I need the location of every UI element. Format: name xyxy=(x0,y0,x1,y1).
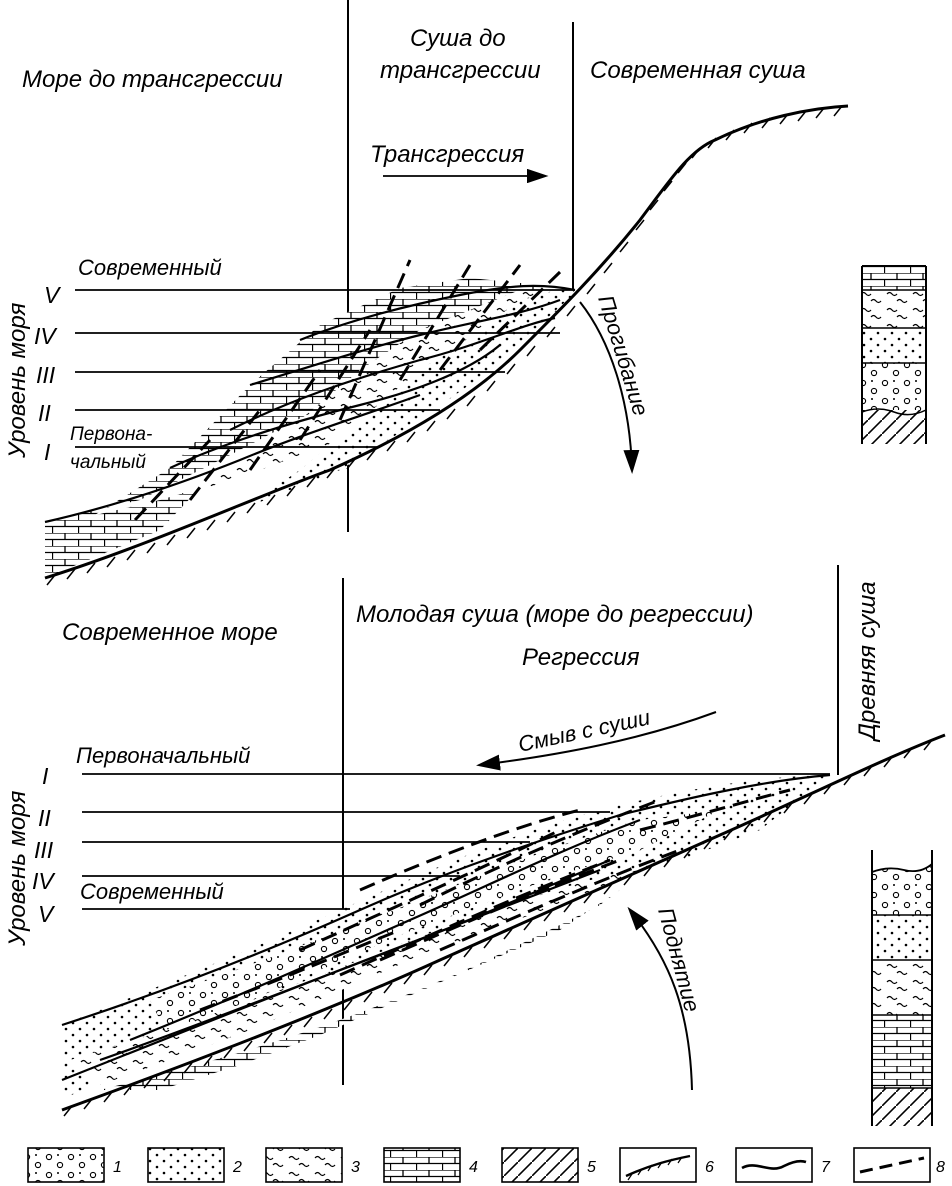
top-level-roman: I xyxy=(44,439,51,465)
legend-label: 1 xyxy=(113,1159,122,1176)
top-level-roman: V xyxy=(44,282,62,308)
top-bedrock-hatch xyxy=(46,105,843,586)
top-sea-levels xyxy=(75,289,575,448)
bottom-bedrock-line xyxy=(61,733,946,1112)
bottom-level-roman: III xyxy=(34,837,54,863)
bottom-level-roman: I xyxy=(42,763,49,789)
legend-item-2: 2 xyxy=(147,1147,242,1183)
top-level-roman: III xyxy=(36,362,56,388)
bottom-label-process: Регрессия xyxy=(522,644,640,671)
top-axis-label: Уровень моря xyxy=(4,303,31,459)
top-strat-column xyxy=(861,265,927,444)
bottom-strat-column xyxy=(871,850,933,1126)
top-label-modern-land: Современная суша xyxy=(590,57,806,84)
bottom-axis-label: Уровень моря xyxy=(4,791,31,947)
legend-item-1: 1 xyxy=(27,1147,122,1183)
bottom-level-modern-label: Современный xyxy=(80,879,224,904)
legend-item-8: 8 xyxy=(853,1147,945,1183)
legend-item-3: 3 xyxy=(265,1147,360,1183)
legend-label: 5 xyxy=(587,1159,596,1176)
bottom-washout-arrow xyxy=(476,711,717,771)
bottom-label-uplift: Поднятие xyxy=(653,905,705,1015)
legend-item-6: 6 xyxy=(619,1147,714,1183)
top-level-initial-label-1: Первона- xyxy=(70,424,152,445)
top-label-land-before-1: Суша до xyxy=(410,25,506,52)
top-level-initial-label-2: чальный xyxy=(70,452,146,473)
top-limestone-base xyxy=(45,488,200,578)
bottom-level-roman: IV xyxy=(32,868,56,894)
legend-item-5: 5 xyxy=(501,1147,596,1183)
top-diagram: Море до трансгрессии Суша до трансгресси… xyxy=(4,0,927,586)
top-label-land-before-2: трансгрессии xyxy=(380,57,541,84)
bottom-label-young-land: Молодая суша (море до регрессии) xyxy=(356,601,754,628)
bottom-label-ancient-land: Древняя суша xyxy=(854,581,881,743)
legend-item-4: 4 xyxy=(383,1147,478,1183)
top-subsidence-arrow xyxy=(579,301,640,474)
legend-label: 6 xyxy=(705,1159,714,1176)
top-level-modern-label: Современный xyxy=(78,255,222,280)
top-label-process: Трансгрессия xyxy=(370,141,524,168)
bottom-sand-body xyxy=(62,775,830,1100)
bottom-sea-levels xyxy=(82,773,830,910)
legend-label: 7 xyxy=(821,1159,831,1176)
bottom-label-modern-sea: Современное море xyxy=(62,619,278,646)
top-label-sea-before: Море до трансгрессии xyxy=(22,66,283,93)
top-facies-dashes xyxy=(133,259,562,522)
bottom-gravel-body xyxy=(150,810,720,1040)
legend: 1 2 3 4 5 6 xyxy=(27,1147,945,1183)
bottom-uplift-arrow xyxy=(627,906,693,1091)
bottom-diagram: Современное море Молодая суша (море до р… xyxy=(4,565,946,1126)
legend-label: 2 xyxy=(232,1159,242,1176)
legend-label: 3 xyxy=(351,1159,360,1176)
bottom-level-roman: V xyxy=(38,901,56,927)
top-level-roman: II xyxy=(38,400,51,426)
bottom-bedrock-hatch xyxy=(63,739,933,1117)
bottom-level-initial-label: Первоначальный xyxy=(76,743,250,768)
legend-item-7: 7 xyxy=(735,1147,831,1183)
legend-label: 8 xyxy=(936,1159,945,1176)
bottom-level-roman: II xyxy=(38,805,51,831)
top-level-roman: IV xyxy=(34,323,58,349)
legend-label: 4 xyxy=(469,1159,478,1176)
